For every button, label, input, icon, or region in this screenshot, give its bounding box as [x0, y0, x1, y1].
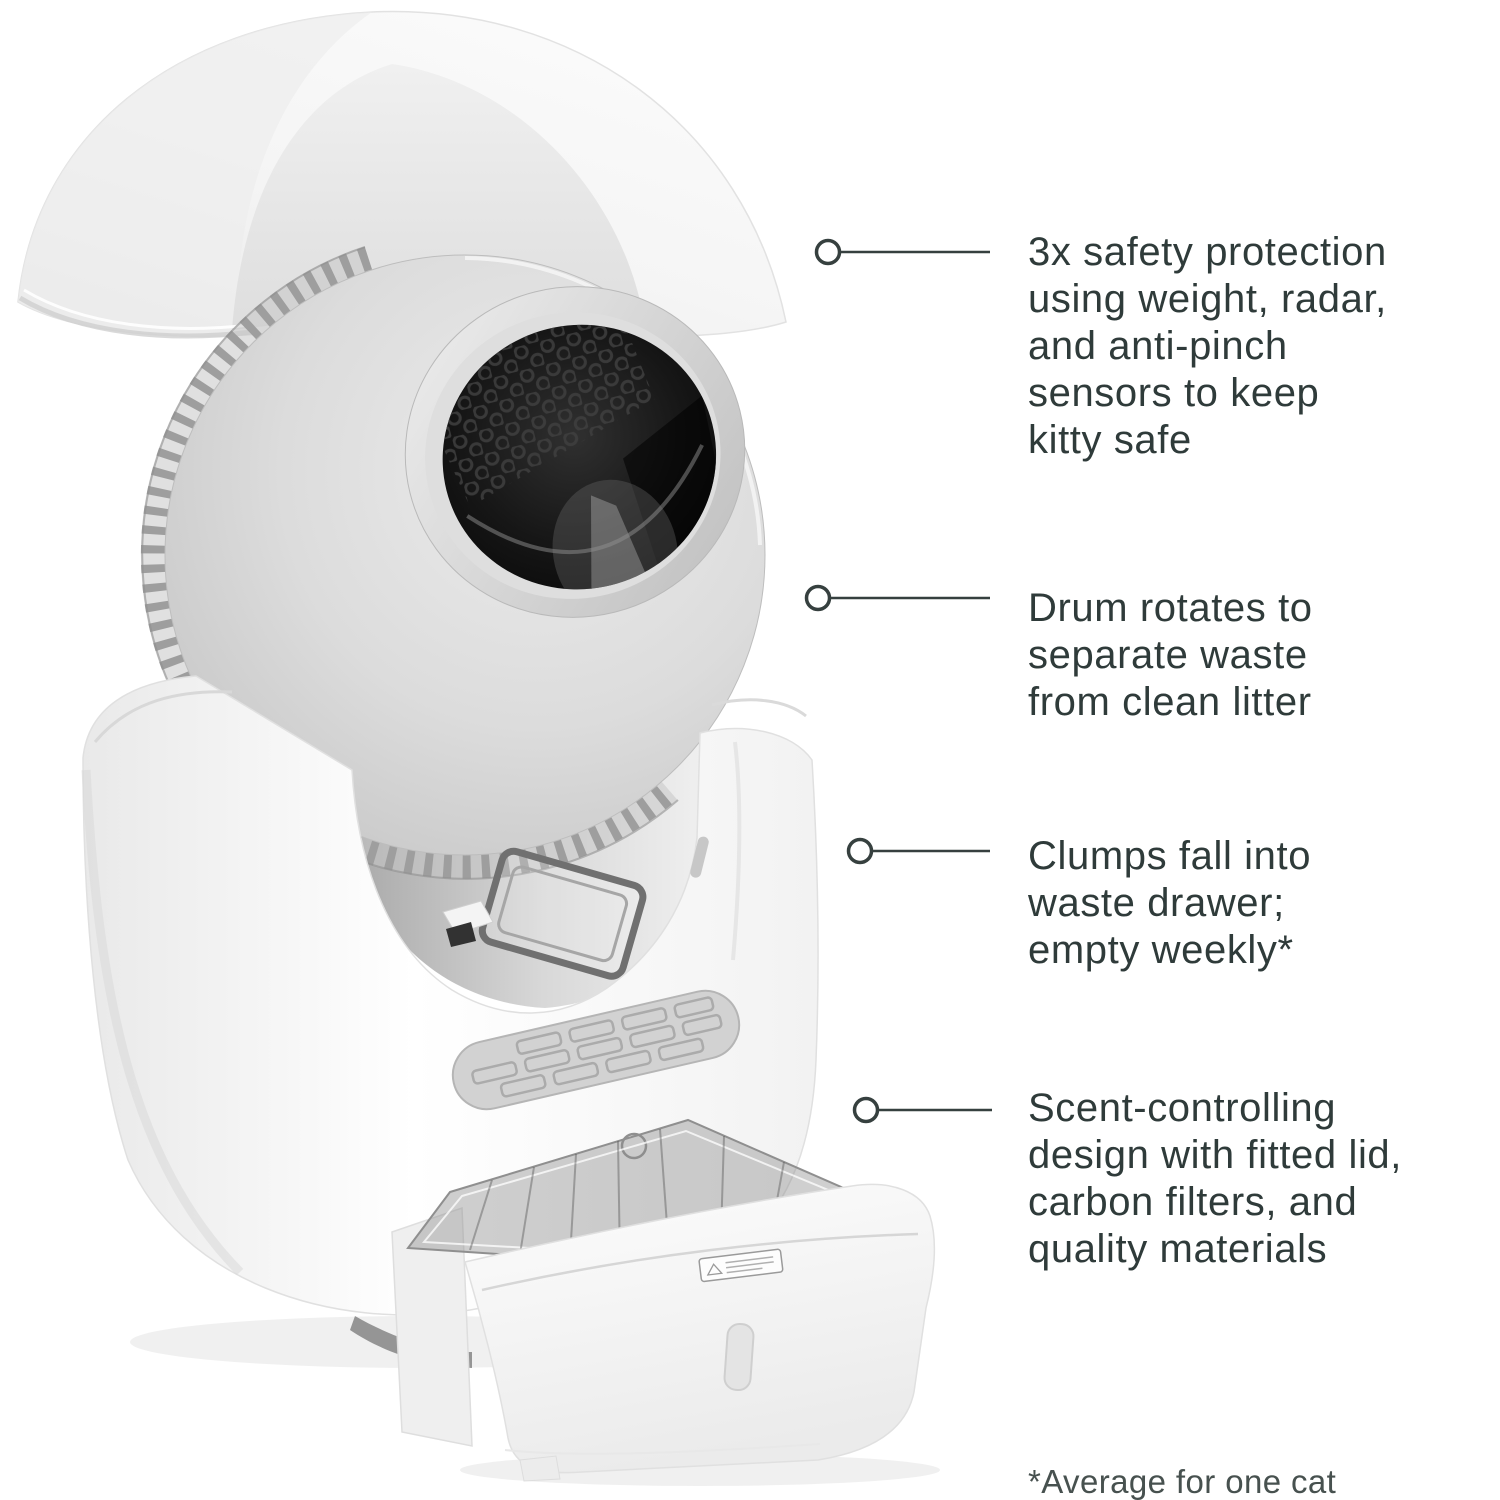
callout-text-line: and anti-pinch — [1028, 324, 1288, 368]
base-right-crease — [731, 741, 742, 961]
callout-anchor-circle — [852, 1096, 880, 1124]
callout-connectors — [804, 238, 992, 1124]
sensor-block-dark — [446, 922, 476, 947]
callout-safety: 3x safety protection using weight, radar… — [1028, 229, 1387, 464]
sensor-block — [442, 900, 494, 935]
drawer-front — [464, 1183, 936, 1474]
callout-connector-3 — [846, 837, 990, 865]
callout-text-line: using weight, radar, — [1028, 277, 1387, 321]
chute-frame-inner — [497, 865, 629, 963]
callout-text-line: design with fitted lid, — [1028, 1133, 1402, 1177]
dome-rim-lip — [18, 295, 253, 339]
callout-connector-1 — [814, 238, 990, 266]
drawer-bottom-crease — [504, 1443, 821, 1455]
base-right-rim-line — [711, 698, 807, 718]
callout-text-line: 3x safety protection — [1028, 230, 1387, 274]
callout-anchor-circle — [814, 238, 842, 266]
callout-text-line: Drum rotates to — [1028, 586, 1313, 630]
callout-connector-2 — [804, 584, 990, 612]
grip-pad — [451, 989, 741, 1111]
waste-drawer — [391, 1118, 936, 1482]
callout-text-line: Clumps fall into — [1028, 834, 1312, 878]
warning-label — [698, 1248, 784, 1283]
callout-text-line: sensors to keep — [1028, 371, 1320, 415]
footnote: *Average for one cat — [1028, 1463, 1337, 1500]
drawer-left-panel — [391, 1206, 473, 1447]
drawer-front-crease — [481, 1232, 919, 1292]
callout-scent: Scent-controlling design with fitted lid… — [1028, 1085, 1402, 1273]
drum-teeth-band — [140, 246, 678, 879]
base-left-rim-line — [93, 690, 233, 743]
callout-connector-4 — [852, 1096, 992, 1124]
callout-text-line: waste drawer; — [1028, 881, 1285, 925]
callout-text-line: kitty safe — [1028, 418, 1192, 462]
dome-left-shading — [18, 12, 372, 335]
callout-clumps: Clumps fall into waste drawer; empty wee… — [1028, 833, 1311, 974]
callout-text-line: Scent-controlling — [1028, 1086, 1337, 1130]
waste-chute — [478, 847, 647, 980]
grip-pad-texture — [471, 996, 723, 1098]
drum-opening — [404, 286, 746, 619]
chute-frame — [478, 847, 647, 980]
callout-text-line: carbon filters, and — [1028, 1180, 1358, 1224]
dome-rim-highlight — [23, 288, 251, 330]
callout-anchor-circle — [846, 837, 874, 865]
drawer-handle-recess — [723, 1322, 755, 1392]
interior-bottom-lip — [466, 444, 704, 555]
callout-text-line: from clean litter — [1028, 680, 1312, 724]
drawer-foot — [519, 1455, 561, 1482]
base-left-shading — [81, 769, 244, 1276]
callout-drum: Drum rotates to separate waste from clea… — [1028, 585, 1313, 726]
callout-text-line: empty weekly* — [1028, 928, 1294, 972]
callout-text-line: separate waste — [1028, 633, 1308, 677]
base-wall-slot — [690, 836, 709, 878]
callout-text-line: quality materials — [1028, 1227, 1328, 1271]
callout-anchor-circle — [804, 584, 832, 612]
